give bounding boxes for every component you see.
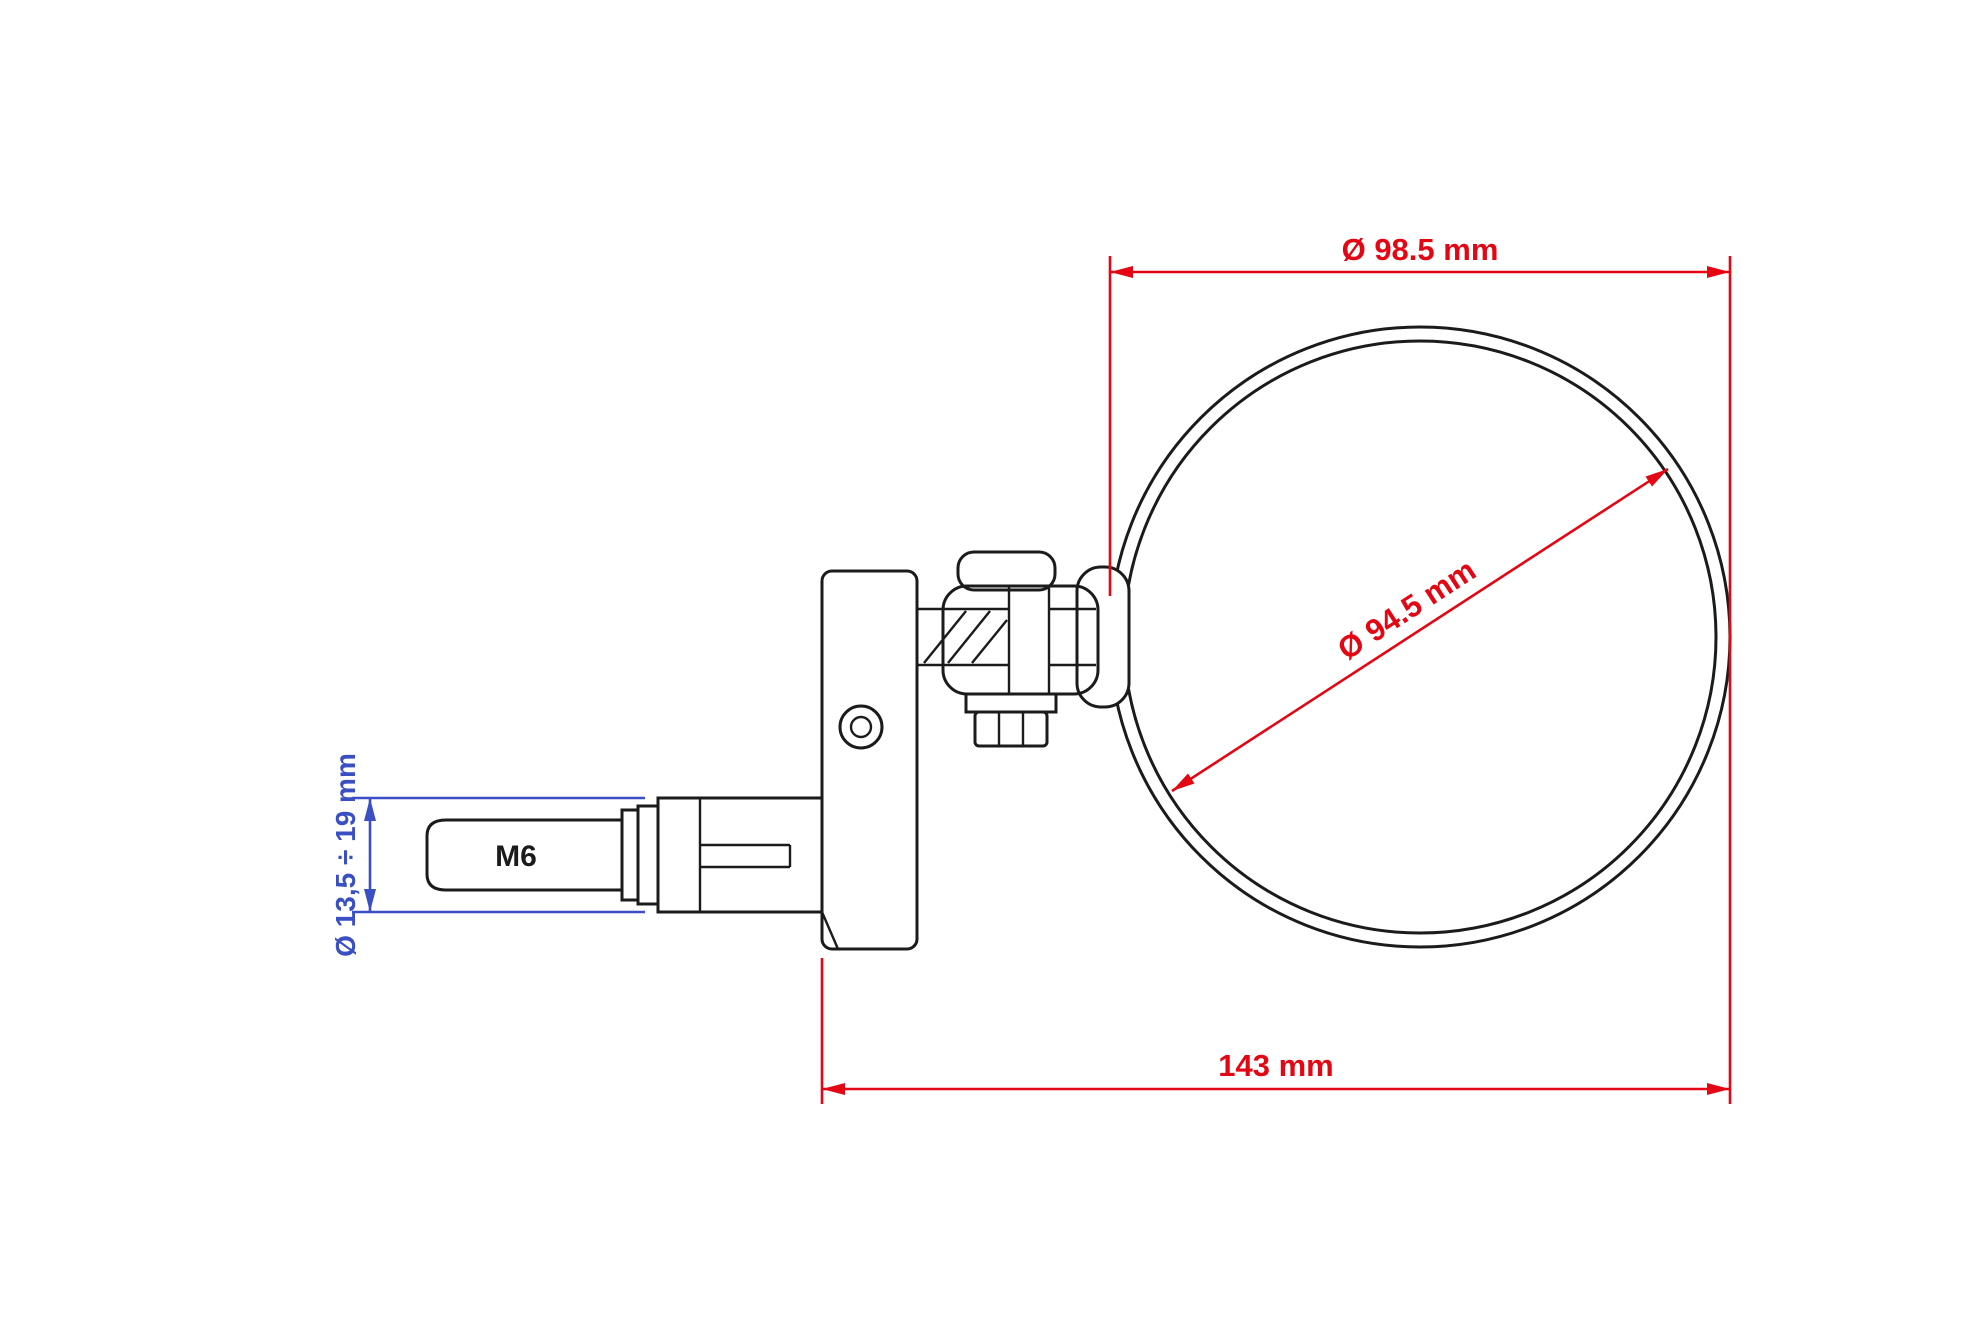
bolt-shaft (425, 818, 624, 892)
dim-top-label: Ø 98.5 mm (1342, 232, 1499, 267)
dimension-total-length: 143 mm (820, 958, 1730, 1104)
washer-inner (620, 808, 640, 902)
clamp-bolt-head (838, 704, 884, 750)
dimension-clamp-range: Ø 13,5 ÷ 19 mm (330, 753, 645, 957)
arm-hatch-1 (923, 610, 967, 664)
clamp-bolt-socket (849, 715, 873, 739)
dim-diagonal-line (1171, 467, 1669, 793)
ball-joint-housing (1075, 565, 1131, 709)
mirror-outer-circle (1108, 325, 1732, 949)
dim-diagonal-label: Ø 94.5 mm (1331, 552, 1482, 667)
dim-left-label: Ø 13,5 ÷ 19 mm (330, 753, 361, 957)
mount-assembly: M6 (425, 550, 1131, 951)
mirror-inner-circle (1122, 339, 1718, 935)
pivot-washer (964, 692, 1058, 714)
arm-hatch-3 (971, 619, 1008, 664)
mirror-head (1108, 325, 1732, 949)
dim-bottom-label: 143 mm (1218, 1048, 1333, 1083)
clamp-body-chamfer (820, 911, 840, 950)
arm-hatch-2 (947, 610, 991, 664)
expander-cylinder (656, 796, 824, 914)
pivot-hex-nut (973, 710, 1049, 748)
dimension-top-diameter: Ø 98.5 mm (1108, 232, 1732, 1104)
washer-outer (636, 804, 660, 906)
dimension-mirror-diameter: Ø 94.5 mm (1171, 467, 1669, 793)
pivot-bolt-cap (956, 550, 1057, 592)
thread-label: M6 (495, 840, 537, 873)
clamp-body (820, 569, 919, 951)
